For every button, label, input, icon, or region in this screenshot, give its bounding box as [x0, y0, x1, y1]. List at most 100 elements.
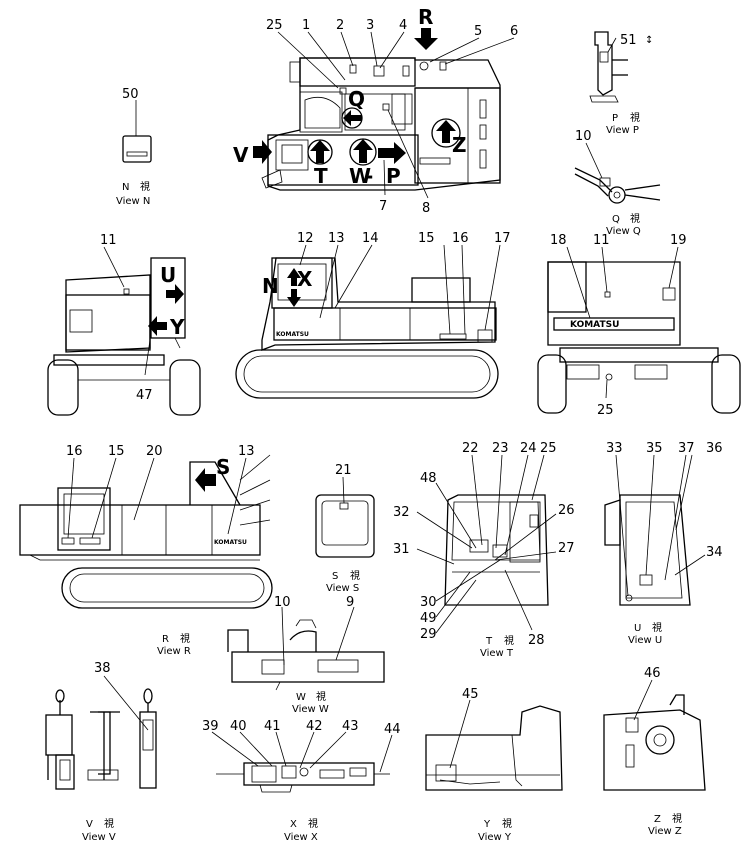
part-number-2: 2: [336, 18, 344, 33]
view-T-caption: View T: [480, 648, 514, 659]
part-number-11-front: 11: [593, 233, 610, 248]
view-Y-letter: Y: [483, 819, 491, 830]
part-number-4: 4: [399, 18, 407, 33]
part-number-7: 7: [379, 199, 387, 214]
view-U-letter: U: [634, 623, 641, 634]
view-Z-kanji: 視: [672, 812, 682, 825]
part-number-29: 29: [420, 627, 437, 642]
part-number-45: 45: [462, 687, 479, 702]
view-S-caption: View S: [326, 583, 359, 594]
view-letter-T: T: [314, 164, 328, 188]
view-N-letter: N: [122, 182, 129, 193]
view-R-caption: View R: [157, 646, 191, 657]
part-number-5: 5: [474, 24, 482, 39]
view-T: 22 23 24 25 48 32 31 26 27 30 49 29 28 T…: [393, 441, 575, 659]
view-letter-V: V: [233, 143, 249, 167]
part-number-17: 17: [494, 231, 511, 246]
part-number-34: 34: [706, 545, 723, 560]
view-S: 21 S 視 View S: [315, 463, 375, 594]
part-number-37: 37: [678, 441, 695, 456]
view-letter-P: P: [386, 164, 401, 188]
part-number-1: 1: [302, 18, 310, 33]
top-plan-view: [253, 28, 515, 199]
view-U-caption: View U: [628, 635, 662, 646]
part-number-8: 8: [422, 201, 430, 216]
view-N-kanji: 視: [140, 180, 150, 193]
part-number-6: 6: [510, 24, 518, 39]
view-letter-R: R: [418, 5, 433, 29]
view-W-caption: View W: [292, 704, 329, 715]
part-number-50: 50: [122, 87, 139, 102]
nudge-mark: ↕: [645, 35, 653, 46]
brand-text-r: KOMATSU: [214, 539, 247, 546]
view-P-letter: P: [612, 113, 618, 124]
part-number-38: 38: [94, 661, 111, 676]
view-Q-kanji: 視: [630, 212, 640, 225]
part-number-35: 35: [646, 441, 663, 456]
part-number-47: 47: [136, 388, 153, 403]
part-number-43: 43: [342, 719, 359, 734]
view-letter-Y: Y: [169, 315, 185, 339]
view-X-caption: View X: [284, 832, 318, 843]
view-X-kanji: 視: [308, 817, 318, 830]
view-W-letter: W: [296, 692, 306, 703]
part-number-20: 20: [146, 444, 163, 459]
part-number-36: 36: [706, 441, 723, 456]
part-number-10-w: 10: [274, 595, 291, 610]
part-number-31: 31: [393, 542, 410, 557]
part-number-15-r: 15: [108, 444, 125, 459]
part-number-23: 23: [492, 441, 509, 456]
view-letter-S: S: [216, 455, 230, 479]
part-number-25: 25: [266, 18, 283, 33]
view-P-kanji: 視: [630, 111, 640, 124]
view-Q-caption: View Q: [606, 226, 641, 237]
view-T-letter: T: [485, 636, 493, 647]
part-number-48: 48: [420, 471, 437, 486]
view-Z-letter: Z: [654, 814, 661, 825]
brand-text-side: KOMATSU: [276, 331, 309, 338]
top-plan-labels: 25 1 2 3 4 5 6 7 8 R Q V Z T W P -: [233, 5, 518, 216]
view-P: 51 ↕ P 視 View P: [589, 31, 653, 136]
view-V-kanji: 視: [104, 817, 114, 830]
view-R-letter: R: [162, 634, 169, 645]
view-N: 50 N 視 View N: [116, 87, 152, 207]
view-letter-Z: Z: [452, 133, 467, 157]
part-number-39: 39: [202, 719, 219, 734]
view-S-letter: S: [332, 571, 338, 582]
part-number-26: 26: [558, 503, 575, 518]
view-R: KOMATSU 16 15 20 13 S R 視 View R: [19, 444, 273, 657]
part-number-30: 30: [420, 595, 437, 610]
rear-view-left: 11 47 U Y: [47, 233, 201, 416]
view-V-letter: V: [86, 819, 93, 830]
view-U-kanji: 視: [652, 621, 662, 634]
part-number-42: 42: [306, 719, 323, 734]
part-number-40: 40: [230, 719, 247, 734]
view-W: 10 9 W 視 View W: [227, 595, 385, 715]
part-number-11-rear: 11: [100, 233, 117, 248]
side-view-center: KOMATSU 12 13 14 15 16 17 X N: [235, 231, 511, 399]
view-letter-W: W: [349, 164, 371, 188]
view-Y-caption: View Y: [478, 832, 512, 843]
part-number-18: 18: [550, 233, 567, 248]
part-number-21: 21: [335, 463, 352, 478]
view-V: 38 V 視 View V: [45, 661, 157, 843]
letter-dash-separator: -: [365, 164, 373, 188]
view-W-kanji: 視: [316, 690, 326, 703]
part-number-13-side: 13: [328, 231, 345, 246]
part-number-12: 12: [297, 231, 314, 246]
view-N-caption: View N: [116, 196, 150, 207]
view-R-kanji: 視: [180, 632, 190, 645]
view-Q-letter: Q: [612, 214, 620, 225]
part-number-25-t: 25: [540, 441, 557, 456]
part-number-49: 49: [420, 611, 437, 626]
part-number-16-side: 16: [452, 231, 469, 246]
part-number-46: 46: [644, 666, 661, 681]
view-letter-Q: Q: [348, 87, 365, 111]
part-number-10-q: 10: [575, 129, 592, 144]
part-number-22: 22: [462, 441, 479, 456]
part-number-44: 44: [384, 722, 401, 737]
view-X: 39 40 41 42 43 44 X 視 View X: [202, 719, 401, 843]
part-number-41: 41: [264, 719, 281, 734]
view-P-caption: View P: [606, 125, 639, 136]
